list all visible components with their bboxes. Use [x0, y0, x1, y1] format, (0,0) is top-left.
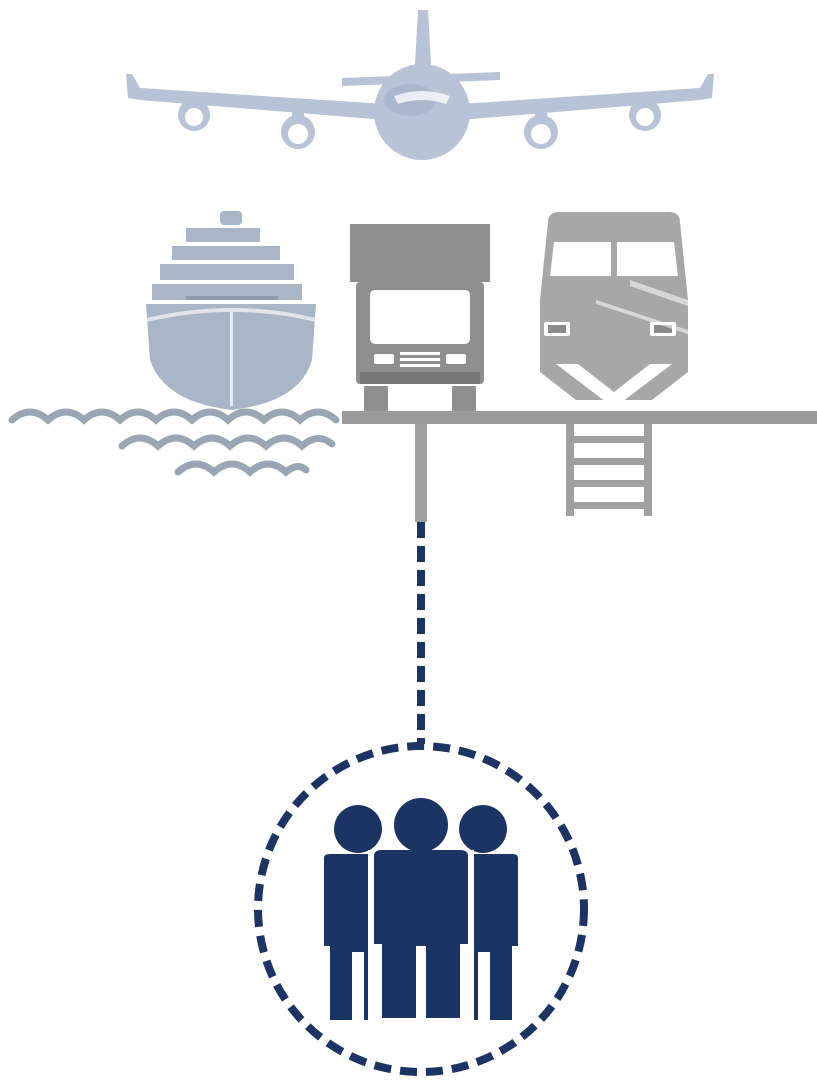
airplane-icon	[126, 10, 714, 160]
locomotive-icon	[540, 212, 688, 402]
rail-track	[566, 424, 652, 516]
people-group-icon	[324, 798, 518, 1026]
ground-line	[342, 411, 817, 424]
cargo-ship-icon	[12, 211, 336, 472]
truck-icon	[350, 224, 490, 411]
gray-connector	[415, 424, 427, 522]
